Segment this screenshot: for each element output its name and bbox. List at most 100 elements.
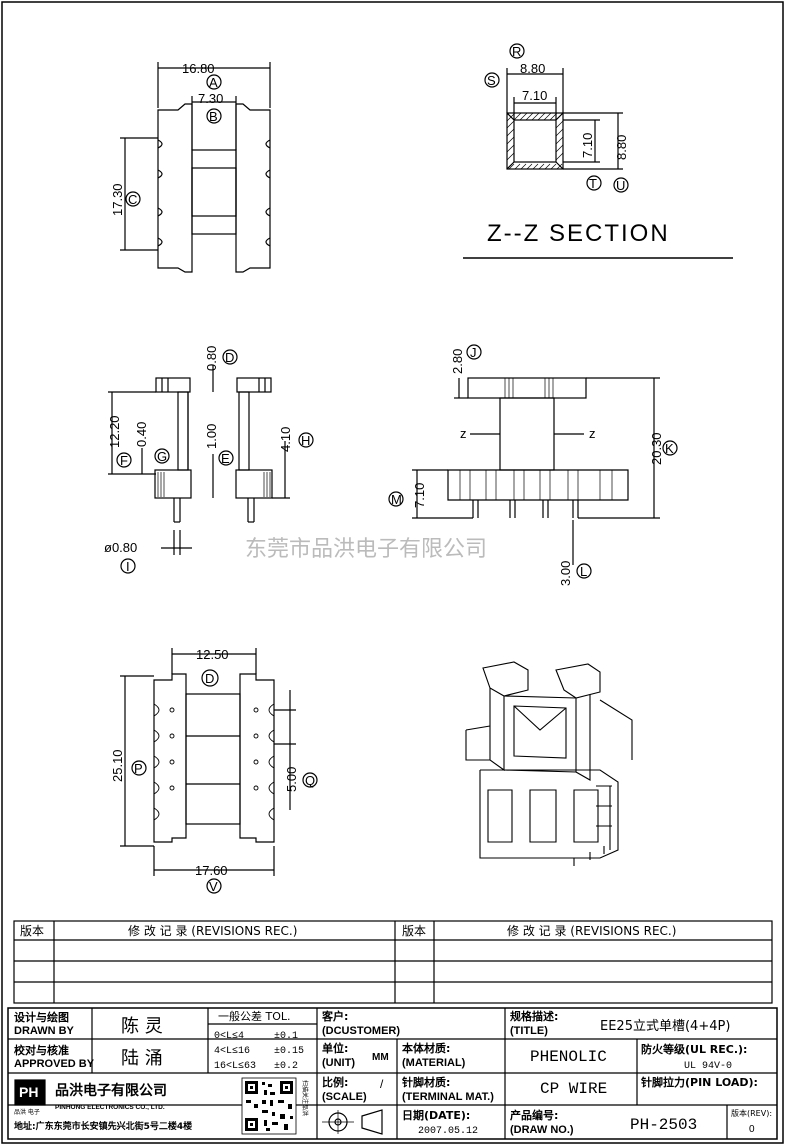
side-view-right xyxy=(412,377,660,565)
checker-name: 陆 涌 xyxy=(121,1048,163,1069)
dim-T-value: 7.10 xyxy=(580,133,595,158)
qr-caption: 扫描关注品洪 xyxy=(301,1080,309,1116)
section-mark-right: z xyxy=(589,426,596,441)
dim-P-letter: P xyxy=(134,761,143,776)
bottom-view xyxy=(120,648,296,876)
tol-range-2: 4<L≤16 xyxy=(214,1046,250,1057)
checker-label-cn: 校对与核准 xyxy=(14,1043,69,1057)
dim-R-value: 8.80 xyxy=(520,61,545,76)
dim-K-value: 20.30 xyxy=(649,432,664,465)
dim-C-letter: C xyxy=(128,192,137,207)
spec-label: 规格描述: xyxy=(510,1009,558,1023)
terminal-label: 针脚材质: xyxy=(402,1075,450,1089)
dim-K-letter: K xyxy=(665,441,674,456)
dim-V-value: 17.60 xyxy=(195,863,228,878)
dim-C-value: 17.30 xyxy=(110,183,125,216)
dim-G-letter: G xyxy=(157,449,167,464)
tol-value-3: ±0.2 xyxy=(274,1061,298,1072)
dim-F-value: 12.20 xyxy=(107,415,122,448)
dim-M-letter: M xyxy=(391,492,402,507)
dim-Q-value: 5.00 xyxy=(284,767,299,792)
material-value: PHENOLIC xyxy=(530,1048,607,1066)
rev-col-record-2: 修 改 记 录 (REVISIONS REC.) xyxy=(507,923,676,938)
front-view-left xyxy=(108,365,290,555)
unit-value: MM xyxy=(372,1052,389,1063)
designer-name: 陈 灵 xyxy=(121,1016,163,1037)
tol-range-3: 16<L≤63 xyxy=(214,1061,256,1072)
dim-D2-letter: D xyxy=(205,671,214,686)
material-label: 本体材质: xyxy=(402,1041,450,1055)
dim-V-letter: V xyxy=(209,879,218,894)
scale-label: 比例: xyxy=(322,1075,348,1089)
dim-H-letter: H xyxy=(301,433,310,448)
dim-U-letter: U xyxy=(616,178,625,193)
tol-range-1: 0<L≤4 xyxy=(214,1031,244,1042)
section-label: Z--Z SECTION xyxy=(487,220,670,247)
logo-sub: 品洪 电子 xyxy=(14,1108,40,1116)
company-name-cn: 品洪电子有限公司 xyxy=(55,1082,167,1099)
dim-J-letter: J xyxy=(470,345,477,360)
scale-value: / xyxy=(380,1077,384,1091)
dim-D-value: 0.80 xyxy=(204,346,219,371)
dim-R-letter: R xyxy=(512,44,521,59)
dim-B-letter: B xyxy=(209,109,218,124)
fire-label: 防火等级(UL REC.): xyxy=(641,1042,747,1056)
logo-text: PH xyxy=(19,1084,38,1100)
drawno-value: PH-2503 xyxy=(630,1116,697,1134)
date-value: 2007.05.12 xyxy=(418,1126,478,1137)
section-mark-left: z xyxy=(460,426,467,441)
customer-label: 客户: xyxy=(321,1009,348,1023)
company-name-en: PINHONG ELECTRONICS CO., LTD. xyxy=(55,1104,165,1111)
customer-label-en: (DCUSTOMER) xyxy=(322,1025,400,1037)
dim-D-letter: D xyxy=(225,350,234,365)
drawno-label-en: (DRAW NO.) xyxy=(510,1124,574,1136)
dim-S-value: 7.10 xyxy=(522,88,547,103)
dim-F-letter: F xyxy=(120,453,128,468)
dim-H-value: 4.10 xyxy=(278,427,293,452)
dim-S-letter: S xyxy=(487,73,496,88)
designer-label-en: DRAWN BY xyxy=(14,1025,75,1037)
dim-I-letter: I xyxy=(126,559,130,574)
dim-J-value: 2.80 xyxy=(450,349,465,374)
dim-E-value: 1.00 xyxy=(204,424,219,449)
tol-value-2: ±0.15 xyxy=(274,1046,304,1057)
designer-label-cn: 设计与绘图 xyxy=(14,1010,69,1024)
company-logo: PH xyxy=(14,1079,46,1106)
rev-label: 版本(REV): xyxy=(731,1108,772,1118)
isometric-view xyxy=(465,661,633,866)
spec-label-en: (TITLE) xyxy=(510,1025,548,1037)
section-view xyxy=(463,68,733,259)
rev-col-version-2: 版本 xyxy=(402,924,426,938)
scale-label-en: (SCALE) xyxy=(322,1091,367,1103)
dim-D2-value: 12.50 xyxy=(196,647,229,662)
dim-U-value: 8.80 xyxy=(614,135,629,160)
dim-M-value: 7.10 xyxy=(412,483,427,508)
dim-A-value: 16.80 xyxy=(182,61,215,76)
dim-P-value: 25.10 xyxy=(110,749,125,782)
watermark: 东莞市品洪电子有限公司 xyxy=(245,537,487,562)
pinload-label: 针脚拉力(PIN LOAD): xyxy=(641,1075,758,1089)
dim-T-letter: T xyxy=(589,176,597,191)
dim-A-letter: A xyxy=(209,75,218,90)
rev-col-version: 版本 xyxy=(20,924,44,938)
top-view xyxy=(120,62,271,273)
tol-value-1: ±0.1 xyxy=(274,1031,298,1042)
fire-value: UL 94V-0 xyxy=(684,1061,732,1072)
qr-code-icon xyxy=(241,1077,297,1135)
material-label-en: (MATERIAL) xyxy=(402,1057,466,1069)
dim-E-letter: E xyxy=(221,451,230,466)
dim-I-value: ø0.80 xyxy=(104,540,137,555)
rev-value: 0 xyxy=(749,1124,755,1135)
date-label: 日期(DATE): xyxy=(402,1108,470,1122)
checker-label-en: APPROVED BY xyxy=(14,1058,95,1070)
company-address: 地址:广东东莞市长安镇先兴北街5号二楼4楼 xyxy=(14,1120,192,1132)
dim-G-value: 0.40 xyxy=(134,422,149,447)
unit-label: 单位: xyxy=(322,1041,348,1055)
tol-title: 一般公差 TOL. xyxy=(218,1009,291,1023)
dim-Q-letter: Q xyxy=(305,773,315,788)
dim-L-letter: L xyxy=(580,564,587,579)
spec-value: EE25立式单槽(4+4P) xyxy=(600,1019,730,1034)
terminal-label-en: (TERMINAL MAT.) xyxy=(402,1091,494,1103)
